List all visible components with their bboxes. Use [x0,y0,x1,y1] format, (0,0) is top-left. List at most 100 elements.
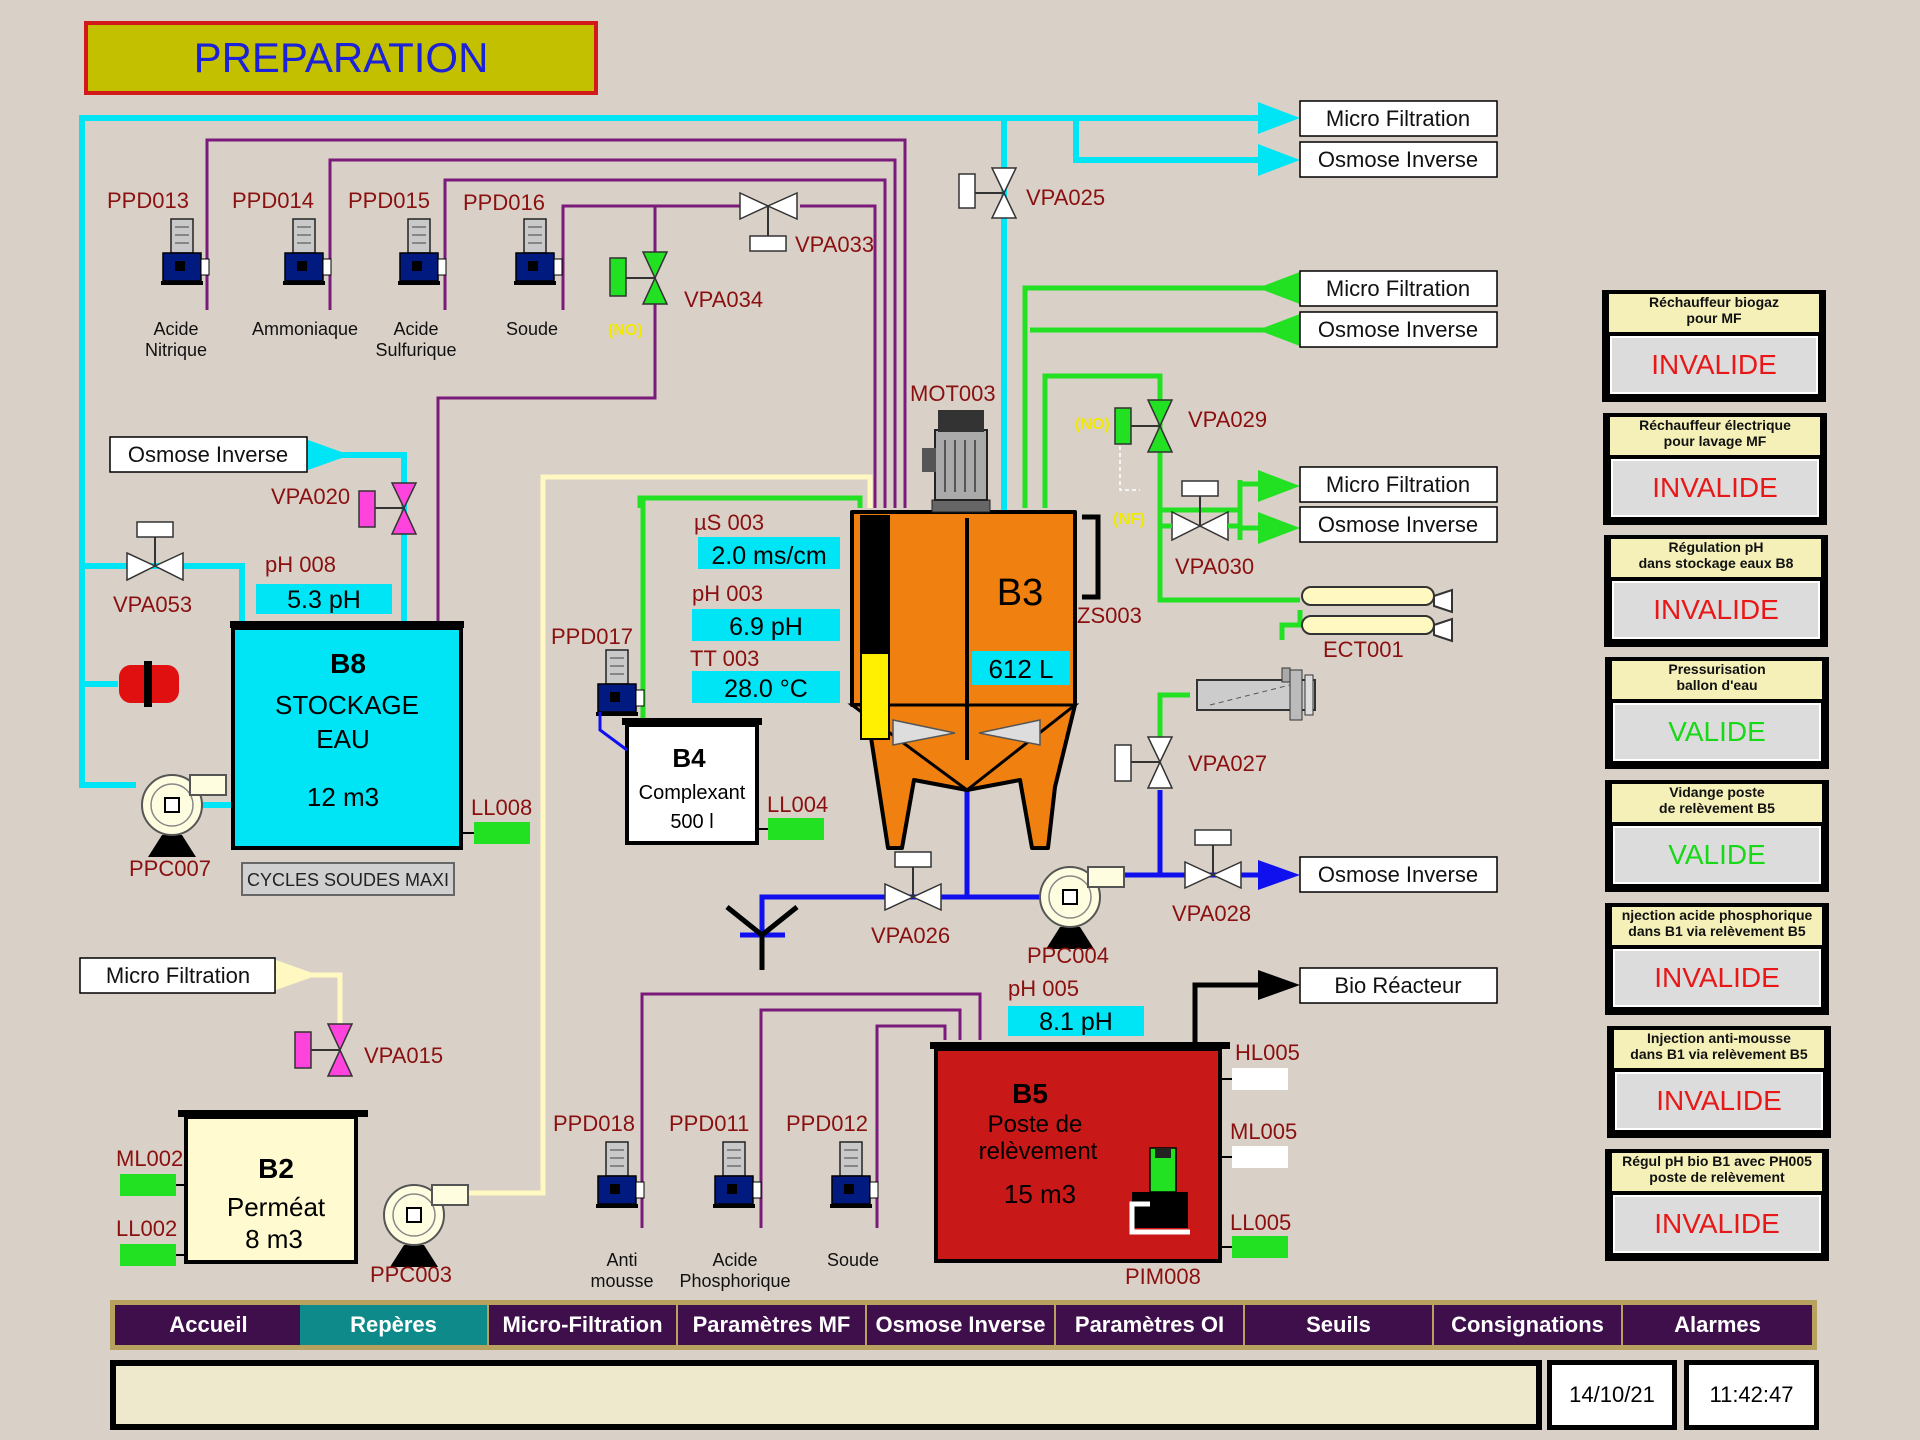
pump-pim008[interactable] [1129,1147,1190,1235]
pump-ppd018[interactable] [595,1141,645,1209]
pump-ppd017[interactable] [595,649,645,717]
cycles-soudes-button[interactable]: CYCLES SOUDES MAXI [241,862,455,896]
status-panel-state[interactable]: INVALIDE [1611,459,1819,517]
ll004-label: LL004 [767,792,828,817]
pump-ppd012[interactable] [829,1141,879,1209]
dest-osmose-inverse-2[interactable]: Osmose Inverse [1299,311,1498,348]
dest-micro-filtration-1[interactable]: Micro Filtration [1299,100,1498,137]
heater-ect001[interactable] [1301,586,1453,643]
dest-micro-filtration-2[interactable]: Micro Filtration [1299,270,1498,307]
valve-vpa028[interactable] [1184,829,1242,890]
valve-vpa029[interactable] [1114,399,1174,453]
nav-accueil[interactable]: Accueil [115,1305,304,1345]
svg-text:Micro Filtration: Micro Filtration [1326,276,1470,301]
tank-b5[interactable]: B5 Poste de relèvement 15 m3 [930,1042,1230,1263]
nav-rep-res[interactable]: Repères [300,1305,489,1345]
status-panel-state[interactable]: INVALIDE [1610,336,1818,394]
valve-vpa015[interactable] [294,1023,354,1077]
ph005-display [1008,1006,1144,1036]
motor-mot003[interactable] [922,410,991,513]
source-osmose-inverse[interactable]: Osmose Inverse [109,436,308,473]
tank-b2-volume: 8 m3 [245,1224,303,1254]
tank-b4-line1: Complexant [639,782,746,804]
valve-vpa053[interactable] [126,521,184,582]
tank-b3-name: B3 [997,572,1043,614]
zs003-switch [1082,514,1101,600]
nav-seuils[interactable]: Seuils [1245,1305,1434,1345]
tank-b5-line2: relèvement [979,1138,1098,1165]
ll002-label: LL002 [116,1216,177,1241]
status-panel-state[interactable]: INVALIDE [1615,1072,1823,1130]
svg-text:Micro Filtration: Micro Filtration [1326,472,1470,497]
status-panel[interactable]: Régul pH bio B1 avec PH005 poste de relè… [1605,1149,1829,1261]
source-micro-filtration[interactable]: Micro Filtration [79,957,276,994]
status-panel[interactable]: Régulation pH dans stockage eaux B8 INVAL… [1604,535,1828,647]
nav-consignations[interactable]: Consignations [1434,1305,1623,1345]
svg-text:CYCLES SOUDES MAXI: CYCLES SOUDES MAXI [247,870,449,890]
pump-ppd015[interactable] [397,218,447,286]
time-value: 11:42:47 [1689,1365,1814,1425]
dest-osmose-inverse-4[interactable]: Osmose Inverse [1299,856,1498,893]
pressurisation-tank[interactable] [1196,667,1316,721]
status-panel-title: Pressurisation ballon d'eau [1612,661,1822,699]
ppd017-label: PPD017 [551,624,633,649]
valve-vpa034[interactable] [609,251,669,305]
valve-vpa030[interactable] [1171,480,1229,542]
dest-osmose-inverse-3[interactable]: Osmose Inverse [1299,506,1498,543]
tank-b5-name: B5 [1012,1078,1048,1109]
level-ml005 [1232,1146,1288,1168]
vpa030-state: (NF) [1113,511,1145,528]
pump-ppd014[interactable] [282,218,332,286]
status-panel-state[interactable]: VALIDE [1613,703,1821,761]
pump-ppc003[interactable] [383,1184,469,1268]
nav-micro-filtration[interactable]: Micro-Filtration [489,1305,678,1345]
b3-level-fill [862,654,888,738]
pump-ppd013[interactable] [160,218,210,286]
pump-ppd016[interactable] [513,218,563,286]
status-panel[interactable]: njection acide phosphorique dans B1 via … [1605,903,1829,1015]
pump-ppd011[interactable] [712,1141,762,1209]
arrow-vpa030-mf [1258,470,1300,502]
status-panel[interactable]: Réchauffeur biogaz pour MF INVALIDE [1602,290,1826,402]
tank-b8-name: B8 [330,648,366,679]
ph005-label: pH 005 [1008,976,1079,1001]
dest-micro-filtration-3[interactable]: Micro Filtration [1299,466,1498,503]
vpa029-label: VPA029 [1188,407,1267,432]
valve-vpa027[interactable] [1114,736,1174,789]
tank-b8-line1: STOCKAGE [275,690,419,720]
nav-osmose-inverse[interactable]: Osmose Inverse [867,1305,1056,1345]
tank-b8[interactable]: B8 STOCKAGE EAU 12 m3 [230,621,464,850]
nav-param-tres-oi[interactable]: Paramètres OI [1056,1305,1245,1345]
tank-b2[interactable]: B2 Perméat 8 m3 [178,1110,368,1264]
pressure-vessel[interactable] [119,661,179,707]
pump-ppc007[interactable] [141,774,227,858]
status-panel-state[interactable]: VALIDE [1613,826,1821,884]
status-panel[interactable]: Injection anti-mousse dans B1 via relève… [1607,1026,1831,1138]
status-panel-state[interactable]: INVALIDE [1613,1195,1821,1253]
status-panel-state[interactable]: INVALIDE [1613,949,1821,1007]
vpa053-label: VPA053 [113,592,192,617]
dest-osmose-inverse-1[interactable]: Osmose Inverse [1299,141,1498,178]
tank-b3[interactable]: B3 612 L [847,510,1080,850]
valve-vpa020[interactable] [358,482,418,535]
status-panel-title: Régulation pH dans stockage eaux B8 [1611,539,1821,577]
ppd012-product: Soude [827,1250,879,1270]
valve-vpa025[interactable] [958,167,1018,219]
status-panel-title: Réchauffeur biogaz pour MF [1609,294,1819,332]
ppd018-label: PPD018 [553,1111,635,1136]
tank-b4[interactable]: B4 Complexant 500 l [622,718,762,845]
arrow-bio-reacteur [1258,970,1300,1000]
valve-vpa033[interactable] [739,191,798,252]
nav-alarmes[interactable]: Alarmes [1623,1305,1814,1345]
valve-vpa026[interactable] [884,851,942,912]
date-value: 14/10/21 [1552,1365,1672,1425]
status-panel-state[interactable]: INVALIDE [1612,581,1820,639]
hl005-label: HL005 [1235,1040,1300,1065]
dest-bio-reacteur[interactable]: Bio Réacteur [1299,967,1498,1004]
pump-ppc004[interactable] [1039,866,1125,950]
nav-param-tres-mf[interactable]: Paramètres MF [678,1305,867,1345]
